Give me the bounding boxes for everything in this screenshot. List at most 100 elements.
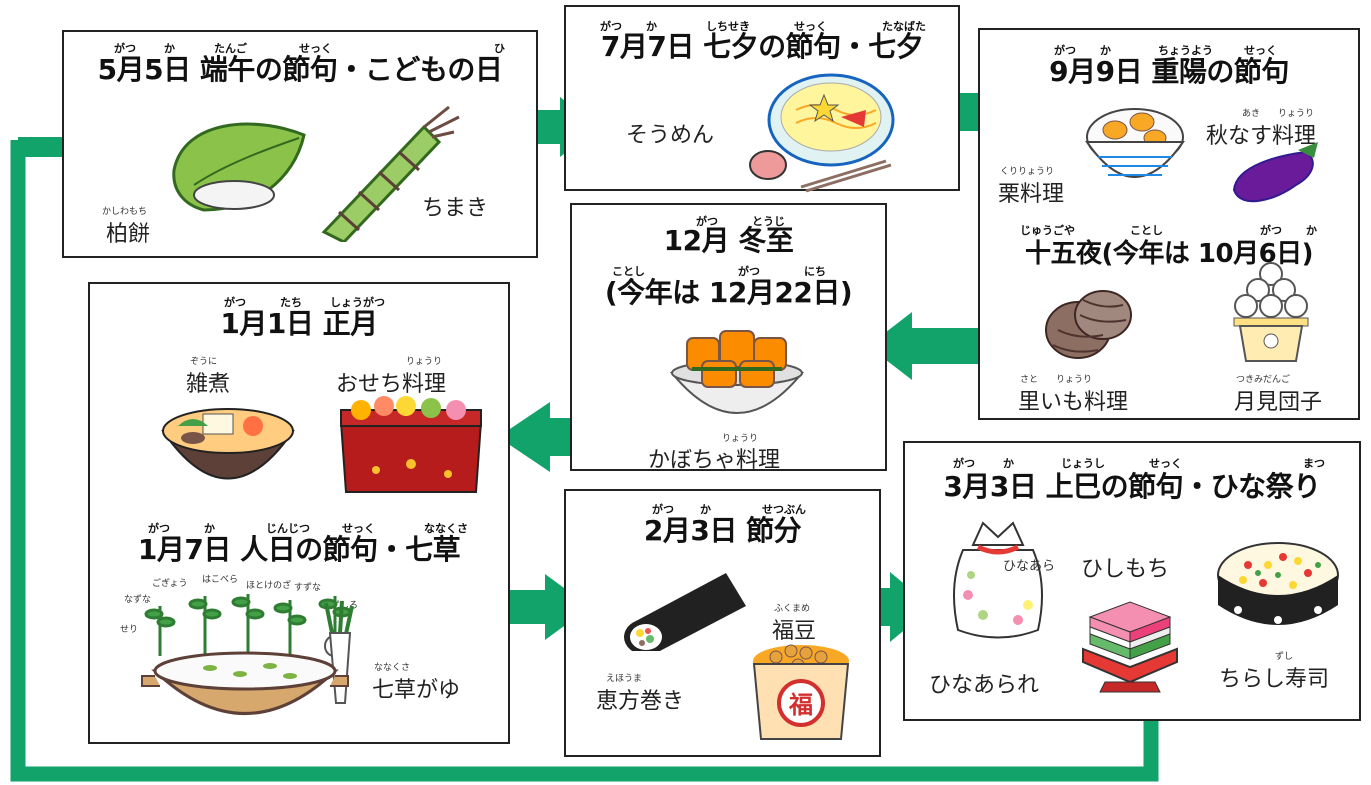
title-ruby: せつぶん: [762, 503, 806, 516]
kashiwamochi-image: [172, 122, 306, 212]
subtitle-ruby: がつ: [1260, 224, 1282, 237]
food-label: ひなあられ: [929, 673, 1040, 698]
arrow-sep-to-dec: [868, 312, 992, 380]
food-ruby: さと りょうり: [1020, 375, 1093, 385]
loop-line: [10, 140, 1159, 782]
title-ruby: がつ: [738, 265, 760, 278]
fukumame-masu-image: 福: [752, 644, 850, 740]
subtitle-ruby: せっく: [342, 522, 375, 535]
card-title-2: (今年は 12月22日): [604, 276, 853, 309]
food-label: 秋なす料理: [1206, 124, 1317, 149]
title-ruby: か: [164, 42, 175, 55]
title-ruby: たち: [280, 296, 302, 309]
hina-arare-bag-image: ひなあられ: [953, 521, 1053, 639]
card-sep: がつ か ちょうよう せっく 9月9日 重陽の節句 あき りょうり 秋なす料理 …: [978, 28, 1360, 420]
food-label: 里いも料理: [1018, 390, 1129, 415]
food-ruby: ふくまめ: [774, 604, 811, 614]
food-label: ひしもち: [1081, 557, 1170, 582]
herb-label: なずな: [124, 595, 152, 605]
subtitle-ruby: か: [1306, 224, 1317, 237]
title-ruby: じょうし: [1061, 457, 1105, 470]
subtitle-ruby: じんじつ: [266, 522, 310, 535]
title-ruby: か: [1003, 457, 1014, 470]
food-label: 恵方巻き: [596, 689, 685, 714]
food-ruby: かしわもち: [102, 207, 148, 217]
title-ruby: にち: [804, 265, 826, 278]
food-ruby: ななくさ: [374, 663, 411, 673]
food-label: ちまき: [422, 196, 489, 221]
satoimo-image: [1045, 290, 1132, 359]
ehomaki-image: [624, 573, 746, 651]
card-subtitle: 1月7日 人日の節句・七草: [137, 533, 461, 566]
card-jan: がつ たち しょうがつ 1月1日 正月 ぞうに 雑煮 りょうり おせち料理 がつ…: [88, 282, 510, 744]
food-ruby: ぞうに: [190, 357, 218, 367]
card-title: 3月3日 上巳の節句・ひな祭り: [943, 470, 1321, 503]
title-ruby: か: [1100, 44, 1111, 57]
tsukimi-dango-image: [1233, 262, 1309, 362]
card-title: 5月5日 端午の節句・こどもの日: [97, 53, 503, 86]
herb-label: せり: [120, 625, 139, 635]
kabocha-image: [669, 330, 805, 414]
herb-label: はこべら: [202, 575, 239, 585]
title-ruby: たなばた: [882, 20, 926, 33]
title-ruby: ことし: [612, 265, 645, 278]
title-ruby: がつ: [600, 20, 622, 33]
subtitle-ruby: ななくさ: [424, 522, 468, 535]
title-ruby: がつ: [652, 503, 674, 516]
food-label: かぼちゃ料理: [648, 448, 781, 473]
food-label: 七草がゆ: [372, 678, 461, 703]
food-ruby: つきみだんご: [1236, 375, 1291, 385]
title-ruby: しちせき: [706, 20, 750, 33]
food-ruby: くりりょうり: [1000, 167, 1055, 177]
food-label: 月見団子: [1234, 390, 1323, 415]
food-ruby: あき りょうり: [1242, 109, 1315, 119]
chirashi-zushi-image: [1217, 542, 1339, 625]
zoni-image: [161, 408, 295, 480]
herb-label: ごぎょう: [152, 579, 188, 589]
title-ruby: か: [700, 503, 711, 516]
title-ruby: がつ: [1054, 44, 1076, 57]
card-dec: がつ とうじ 12月 冬至 ことし がつ にち (今年は 12月22日) りょう…: [570, 203, 887, 473]
title-ruby: ひ: [494, 42, 505, 55]
title-ruby: がつ: [114, 42, 136, 55]
food-label: 福豆: [772, 619, 817, 644]
card-title: 9月9日 重陽の節句: [1049, 55, 1289, 88]
subtitle-ruby: がつ: [148, 522, 170, 535]
food-label: おせち料理: [336, 372, 447, 397]
title-ruby: せっく: [1149, 457, 1182, 470]
nanakusa-herbs-image: [144, 594, 352, 657]
card-title: 7月7日 七夕の節句・七夕: [600, 30, 924, 63]
title-ruby: せっく: [794, 20, 827, 33]
card-mar: がつ か じょうし せっく まつ 3月3日 上巳の節句・ひな祭り ひなあられ ひ…: [903, 441, 1361, 721]
food-label: ちらし寿司: [1219, 667, 1330, 692]
title-ruby: がつ: [953, 457, 975, 470]
card-title: 12月 冬至: [663, 224, 794, 257]
food-label: そうめん: [626, 123, 715, 148]
food-ruby: りょうり: [722, 434, 759, 444]
food-ruby: ずし: [1275, 652, 1294, 662]
card-title: 2月3日 節分: [643, 514, 802, 547]
bag-label: ひなあられ: [1003, 559, 1053, 574]
subtitle-ruby: じゅうごや: [1020, 224, 1075, 237]
card-title: 1月1日 正月: [220, 307, 378, 340]
subtitle-ruby: か: [204, 522, 215, 535]
title-ruby: がつ: [696, 215, 718, 228]
card-jul: がつ か しちせき せっく たなばた 7月7日 七夕の節句・七夕 そうめん: [564, 5, 960, 193]
herb-label: ほとけのざ: [246, 581, 292, 591]
food-ruby: りょうり: [406, 357, 443, 367]
title-ruby: まつ: [1303, 457, 1325, 470]
card-may: がつ か たんご せっく ひ 5月5日 端午の節句・こどもの日 かしわもち 柏餅…: [62, 30, 538, 258]
food-label: 栗料理: [998, 182, 1065, 207]
title-ruby: たんご: [214, 42, 247, 55]
kuri-gohan-image: [1085, 108, 1185, 178]
osechi-image: [339, 396, 483, 493]
somen-image: [749, 73, 895, 193]
title-ruby: がつ: [224, 296, 246, 309]
title-ruby: とうじ: [752, 215, 785, 228]
title-ruby: しょうがつ: [330, 296, 385, 309]
hishimochi-image: [1082, 601, 1178, 693]
title-ruby: せっく: [299, 42, 332, 55]
chimaki-image: [321, 105, 460, 242]
nasu-image: [1232, 142, 1318, 203]
nanakusa-gayu-image: [141, 651, 349, 715]
